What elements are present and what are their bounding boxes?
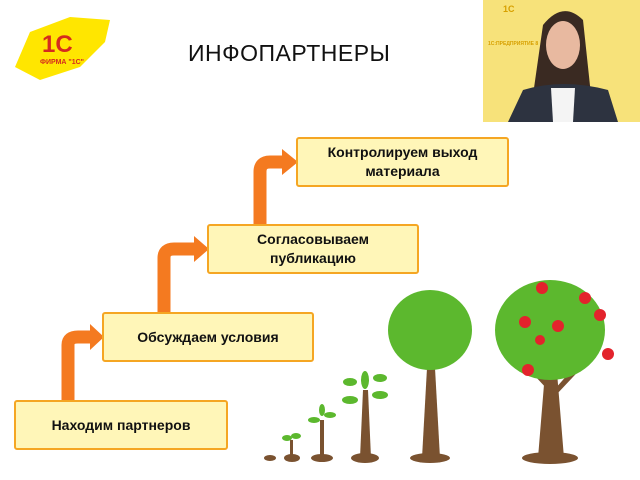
tree-growth-illustration	[264, 280, 614, 464]
svg-text:1С: 1С	[42, 31, 73, 58]
tree-foliage	[282, 280, 605, 441]
step-control-output: Контролируем выход материала	[296, 137, 509, 187]
speaker-video: 1С 1С:ПРЕДПРИЯТИЕ 8	[483, 0, 640, 122]
backdrop-text: 1С:ПРЕДПРИЯТИЕ 8	[488, 41, 538, 47]
step-find-partners: Находим партнеров	[14, 400, 228, 450]
firma-1c-logo: 1С ФИРМА "1С"	[15, 17, 110, 80]
speaker-figure: 1С 1С:ПРЕДПРИЯТИЕ 8	[488, 4, 618, 122]
step-approve-publication: Согласовываем публикацию	[207, 224, 419, 274]
arrow-3	[253, 155, 284, 224]
slide-title: ИНФОПАРТНЕРЫ	[188, 40, 391, 66]
apples	[519, 282, 614, 376]
svg-text:ФИРМА "1С": ФИРМА "1С"	[40, 59, 84, 66]
svg-text:1С: 1С	[503, 4, 515, 14]
arrow-1	[61, 330, 92, 400]
step-discuss-terms: Обсуждаем условия	[102, 312, 314, 362]
arrow-2	[157, 242, 196, 312]
